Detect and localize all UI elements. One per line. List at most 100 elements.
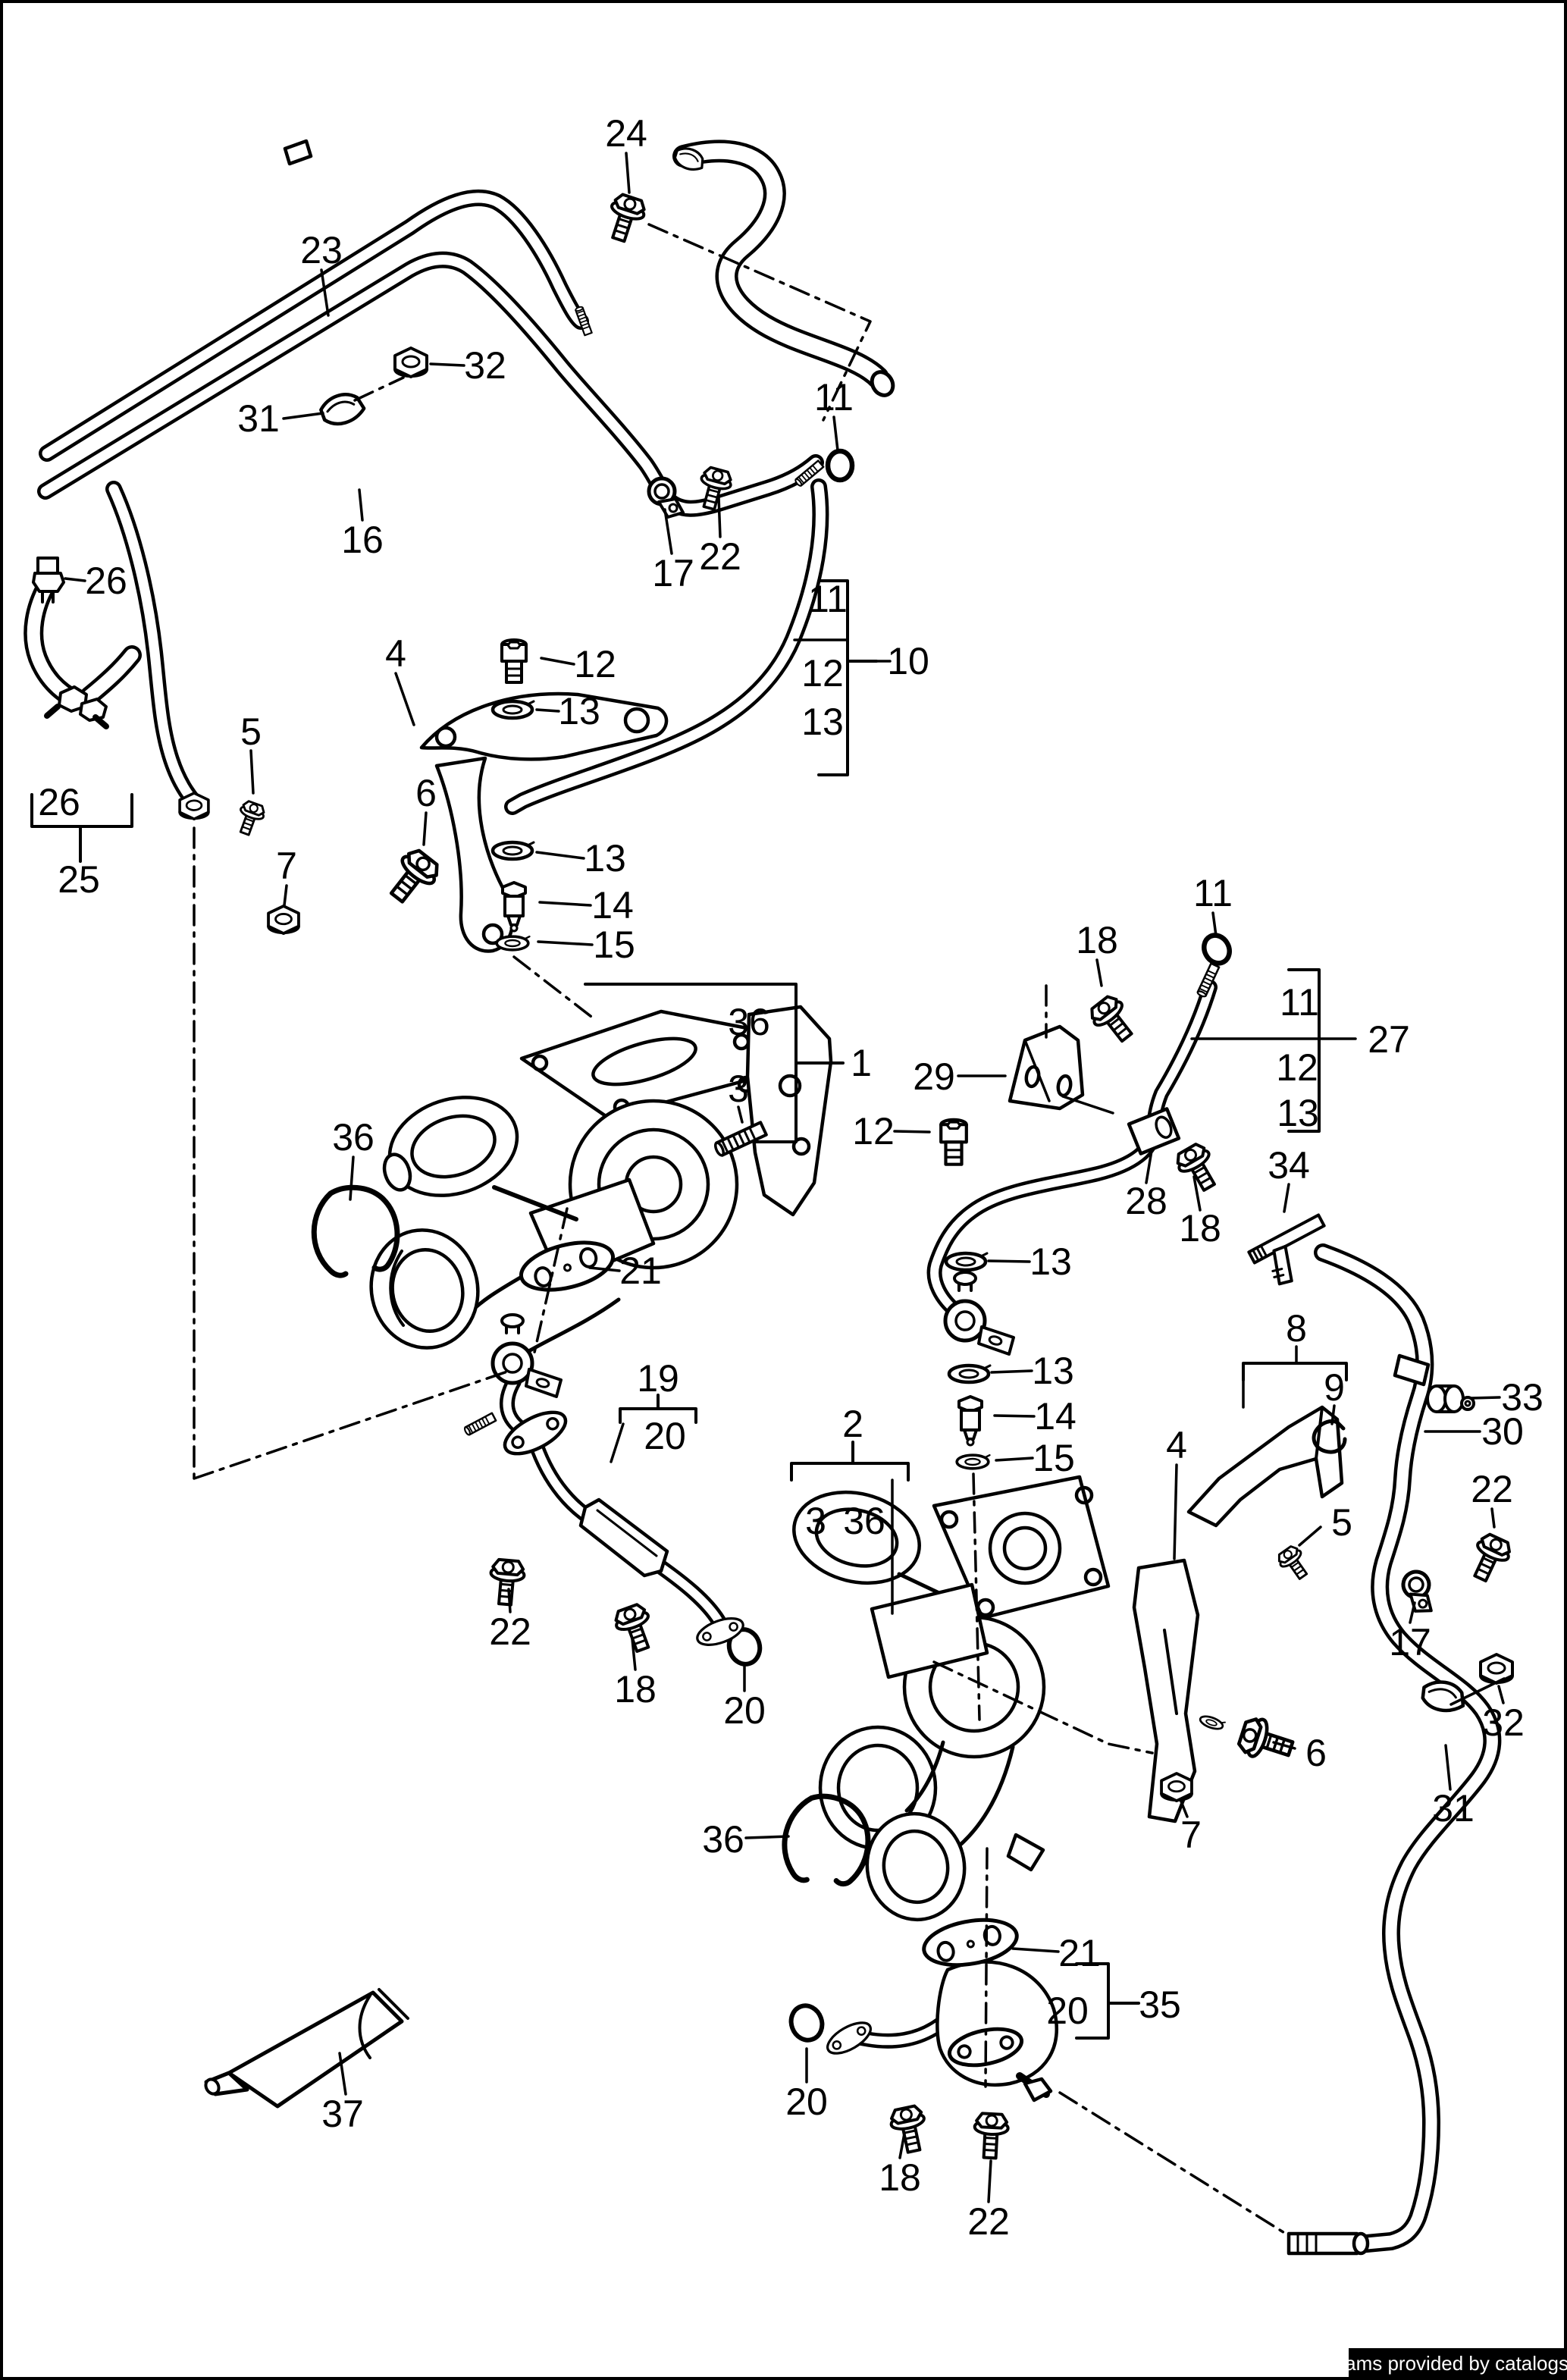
washer-15-part bbox=[955, 1453, 991, 1470]
leader-7 bbox=[1180, 1800, 1189, 1818]
part-label-3: 3 bbox=[728, 1068, 749, 1110]
leader-21 bbox=[588, 1266, 621, 1272]
valve-14-part bbox=[501, 881, 527, 933]
leader-36 bbox=[744, 1835, 790, 1839]
part-label-29: 29 bbox=[913, 1055, 955, 1098]
part-label-26: 26 bbox=[85, 560, 127, 602]
clamp-31-part bbox=[319, 393, 366, 426]
washer-13-part bbox=[490, 699, 535, 720]
part-label-36-4: 36 bbox=[702, 1818, 744, 1861]
leader-31 bbox=[1444, 1744, 1452, 1791]
seal-ring-20-part bbox=[788, 2003, 825, 2043]
part-label-20-2: 20 bbox=[723, 1689, 766, 1732]
leader-23 bbox=[320, 268, 330, 317]
leader-13 bbox=[987, 1259, 1031, 1263]
leader-9 bbox=[1330, 1404, 1336, 1425]
gasket21a-axis-dash bbox=[532, 1207, 569, 1357]
leader-3 bbox=[737, 1105, 744, 1124]
pipe-paths bbox=[24, 140, 1502, 2253]
part-label-1: 1 bbox=[851, 1042, 872, 1084]
part-label-13: 13 bbox=[558, 690, 600, 732]
o-ring-11-part bbox=[1202, 933, 1232, 966]
sealant-tube-37-part bbox=[204, 1988, 409, 2109]
leader-31 bbox=[282, 412, 324, 420]
part-label-31: 31 bbox=[237, 397, 280, 440]
leader-13 bbox=[535, 851, 585, 860]
part-label-37: 37 bbox=[321, 2093, 364, 2135]
bolt-18-part bbox=[614, 1603, 650, 1653]
leader-18 bbox=[631, 1638, 637, 1671]
turbo2-mount-axis-dash bbox=[932, 1660, 1154, 1754]
pipe-flange-part bbox=[826, 2021, 872, 2055]
pipe-fitting-part bbox=[1196, 962, 1221, 998]
part-label-11-3: 11 bbox=[1193, 872, 1233, 914]
part-label-16: 16 bbox=[341, 519, 384, 561]
gasket-21-part bbox=[519, 1240, 616, 1292]
leader-11 bbox=[832, 415, 839, 452]
clamp31b-line bbox=[1449, 1677, 1506, 1706]
bolt24-align-dash bbox=[647, 223, 872, 422]
pipe-flange-part bbox=[503, 1410, 568, 1456]
screw-5-part bbox=[239, 800, 265, 836]
part-label-22-3: 22 bbox=[1471, 1468, 1513, 1510]
part-label-18-3: 18 bbox=[614, 1668, 657, 1711]
leader-32 bbox=[1497, 1685, 1505, 1704]
watermark-text: Diagrams provided by catalogs parts bbox=[1298, 2352, 1567, 2375]
gasket-21-part bbox=[922, 1917, 1019, 1968]
leader-17 bbox=[1409, 1601, 1416, 1624]
part-label-5-2: 5 bbox=[1331, 1501, 1352, 1544]
leader-21 bbox=[1011, 1947, 1060, 1953]
clamp-17-part bbox=[647, 476, 685, 519]
bolt-22-part bbox=[489, 1557, 526, 1607]
washer-15-part bbox=[495, 935, 531, 952]
gasket21b-axis-dash bbox=[984, 1847, 989, 2088]
leader-11 bbox=[1211, 911, 1218, 937]
fitting-26-part bbox=[32, 557, 65, 604]
leader-18 bbox=[898, 2132, 906, 2159]
clamp-28-part bbox=[1127, 1107, 1181, 1156]
part-label-3-2: 3 bbox=[805, 1500, 826, 1542]
part-label-13-6: 13 bbox=[1032, 1350, 1074, 1392]
clip-9-part bbox=[1312, 1419, 1347, 1454]
banjo-fitting-19-part bbox=[490, 1313, 563, 1398]
part-label-7: 7 bbox=[276, 845, 297, 887]
bolt-6-part bbox=[389, 848, 439, 904]
leader-22 bbox=[717, 496, 722, 538]
part-label-4: 4 bbox=[385, 632, 406, 675]
part-label-36-3: 36 bbox=[843, 1500, 885, 1542]
pipe25-axis2-dash bbox=[193, 1369, 511, 1480]
leader-33 bbox=[1469, 1396, 1501, 1400]
part-label-21-2: 21 bbox=[1058, 1932, 1101, 1974]
leader-36 bbox=[349, 1156, 355, 1201]
part-label-19: 19 bbox=[637, 1357, 679, 1400]
leader-15 bbox=[995, 1457, 1034, 1462]
leaders-layer bbox=[30, 152, 1506, 2235]
part-label-11-2: 11 bbox=[808, 578, 848, 620]
plug-12-part bbox=[500, 638, 528, 684]
part-label-31-2: 31 bbox=[1432, 1787, 1475, 1830]
part-label-15-2: 15 bbox=[1033, 1437, 1075, 1479]
part-label-30: 30 bbox=[1481, 1410, 1524, 1453]
part-label-18-4: 18 bbox=[879, 2156, 921, 2199]
part-label-20-4: 20 bbox=[785, 2081, 828, 2123]
part-label-12-4: 12 bbox=[852, 1110, 895, 1152]
stud-part bbox=[463, 1412, 497, 1436]
part-label-13-2: 13 bbox=[584, 837, 626, 880]
leader-28 bbox=[1145, 1149, 1153, 1184]
part-label-24: 24 bbox=[605, 112, 647, 155]
part-label-18: 18 bbox=[1076, 919, 1118, 961]
part-label-2: 2 bbox=[842, 1403, 863, 1445]
part-label-32: 32 bbox=[464, 344, 506, 387]
part-label-17-2: 17 bbox=[1389, 1621, 1431, 1663]
part-label-6: 6 bbox=[415, 772, 437, 814]
watermark-bar bbox=[1349, 2348, 1567, 2380]
o-ring-11-part bbox=[825, 448, 855, 483]
washer-13-part bbox=[947, 1363, 992, 1384]
leader-4 bbox=[1173, 1463, 1178, 1560]
leader-6 bbox=[1272, 1741, 1296, 1750]
bolt-18-part bbox=[1176, 1143, 1216, 1192]
leader-18 bbox=[1095, 958, 1103, 987]
fitting-26-part bbox=[44, 685, 109, 729]
stud-3-part bbox=[713, 1121, 768, 1157]
